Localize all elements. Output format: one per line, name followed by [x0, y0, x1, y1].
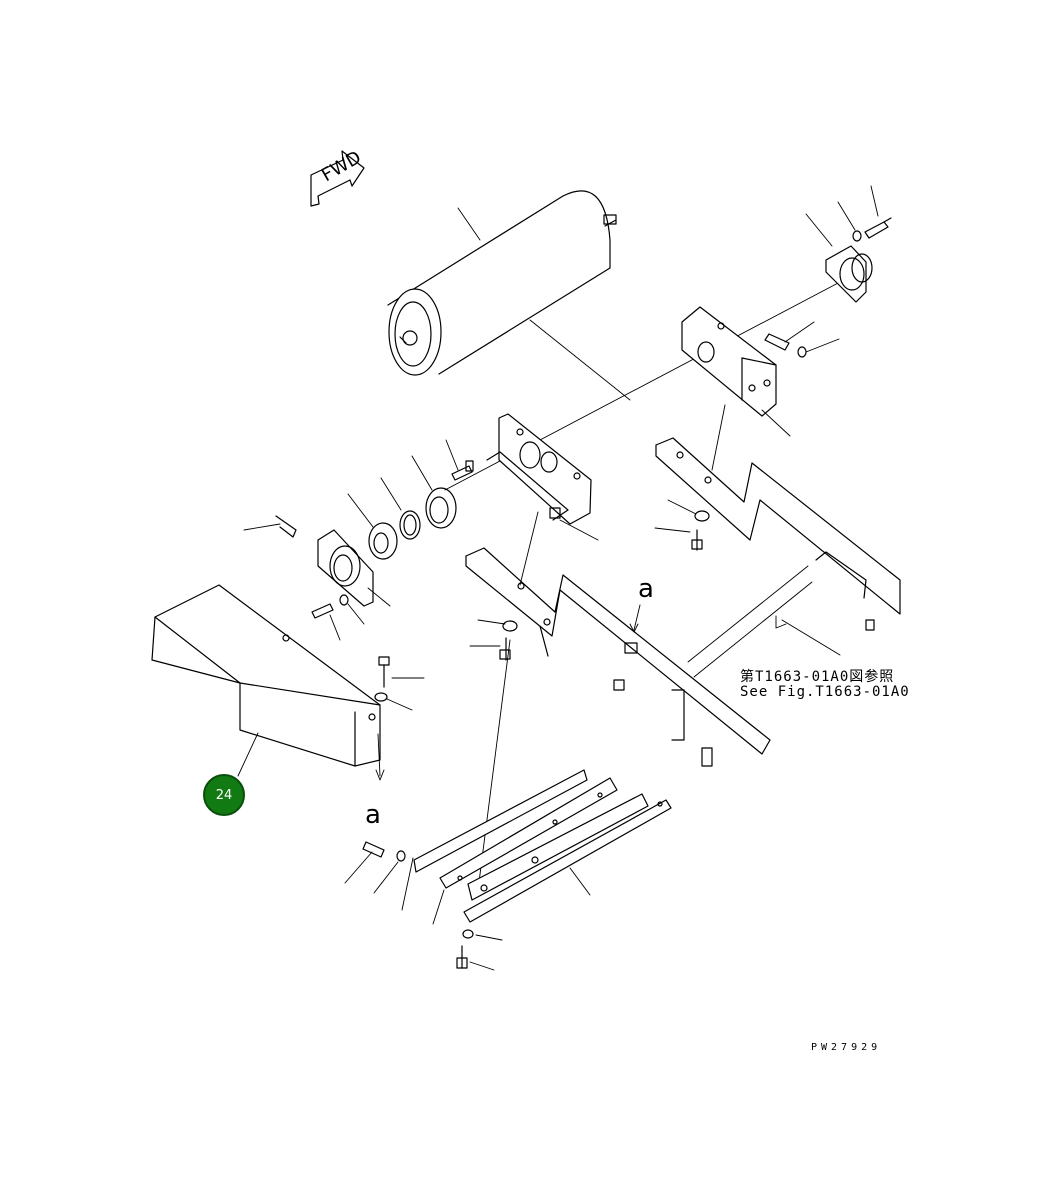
leader-bracket — [559, 519, 599, 541]
leader-washer-right — [837, 201, 856, 231]
leader-bolt-block — [784, 321, 815, 343]
leader-oil-seal — [411, 455, 433, 491]
leader-bearing — [347, 493, 374, 528]
leader-drum — [457, 207, 481, 241]
wear-strip-3 — [467, 793, 649, 901]
leader-washer-strip-bottom — [475, 934, 503, 941]
frame-crossmember-bottom — [693, 581, 813, 678]
cover-guard — [151, 584, 381, 767]
leader-strip-connection — [477, 639, 511, 891]
frame-right — [655, 437, 901, 631]
bolt-bracket — [451, 460, 474, 481]
wear-strip-2 — [439, 777, 618, 889]
leader-washer-frame-left — [477, 619, 506, 625]
frame-left — [465, 547, 771, 767]
drawing-code: PW27929 — [811, 1042, 882, 1053]
oil-seal — [425, 487, 457, 529]
leader-washer-strip — [373, 861, 399, 894]
leader-bolt-bracket — [445, 439, 459, 471]
frame-crossmember-top — [687, 565, 809, 663]
flange-bearing-left — [317, 529, 374, 607]
bolt-strip-left — [362, 841, 406, 862]
retaining-ring — [399, 510, 421, 540]
bolt-strip-bottom — [456, 929, 474, 969]
leader-cover — [237, 732, 259, 777]
bolt-right-top — [852, 217, 892, 242]
leader-grease — [243, 523, 281, 531]
wear-strip-4 — [463, 799, 672, 923]
leader-bearing-right — [805, 213, 833, 247]
figure-reference-english: See Fig.T1663-01A0 — [740, 684, 910, 700]
arrowhead-a-top — [629, 623, 639, 633]
leader-strip-3 — [569, 867, 591, 896]
bearing-cartridge — [368, 522, 398, 560]
leader-bracket-down — [519, 511, 539, 586]
leader-drum-shaft — [529, 319, 631, 401]
fwd-arrow-icon — [310, 150, 365, 207]
grease-fitting — [275, 515, 297, 538]
callout-badge-24[interactable]: 24 — [203, 774, 245, 816]
leader-washer-left — [347, 603, 365, 625]
bolt-frame-left — [499, 620, 518, 661]
reference-mark-a-bottom: a — [365, 800, 381, 830]
leader-washer-frame-right — [667, 499, 697, 515]
wear-strip-1 — [413, 769, 588, 873]
leader-bolt-strip — [344, 851, 373, 884]
leader-bolt-left — [329, 614, 341, 641]
leader-washer-cover — [386, 698, 413, 711]
arrow-to-a-bottom — [377, 733, 381, 777]
bolt-block — [764, 333, 807, 358]
leader-strip-1 — [401, 857, 414, 911]
bolt-cover — [374, 656, 390, 702]
flange-bearing-right — [825, 245, 873, 303]
bolt-frame-right — [691, 510, 710, 551]
leader-ring — [380, 477, 402, 511]
leader-bolt-frame-right — [654, 527, 691, 533]
figure-reference-japanese: 第T1663-01A0図参照 — [740, 669, 895, 685]
leader-block-down — [711, 404, 726, 471]
take-up-block — [681, 306, 777, 417]
bearing-bracket — [486, 413, 592, 525]
leader-bolt-right — [870, 185, 879, 217]
leader-bolt-strip-bottom — [469, 961, 495, 971]
arrowhead-a-bottom — [375, 769, 385, 781]
drum-roller — [387, 190, 617, 376]
arrow-to-a-top — [633, 604, 641, 631]
arrowhead-reference — [775, 615, 787, 629]
leader-reference — [781, 619, 841, 656]
leader-block — [761, 409, 791, 437]
bolt-flange-left — [311, 594, 349, 619]
leader-flange-left — [367, 587, 391, 607]
leader-strip-2 — [432, 889, 445, 925]
reference-mark-a-top: a — [638, 574, 654, 604]
leader-nut-block — [805, 338, 840, 353]
